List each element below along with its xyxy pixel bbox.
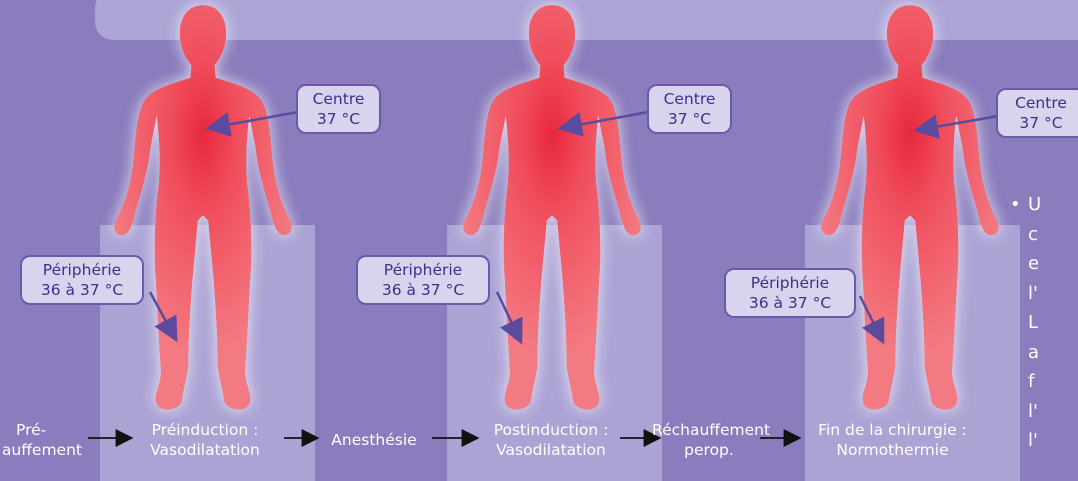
side-text-line: c (1028, 220, 1041, 250)
periphery-label: Périphérie (734, 273, 846, 293)
periphery-label: Périphérie (30, 260, 134, 280)
center-label: Centre (657, 89, 722, 109)
step-rewarming-line1: Réchauffement (652, 420, 766, 440)
side-text-line: l' (1028, 426, 1041, 456)
center-temp-callout-2: Centre 37 °C (647, 84, 732, 134)
center-temp-callout-3: Centre 37 °C (996, 88, 1078, 138)
step-end-surgery-line2: Normothermie (800, 440, 985, 460)
center-temp-callout-1: Centre 37 °C (296, 84, 381, 134)
step-postinduction-line1: Postinduction : (476, 420, 626, 440)
step-end-surgery-line1: Fin de la chirurgie : (800, 420, 985, 440)
arrow-center-1 (210, 112, 298, 128)
periphery-value: 36 à 37 °C (734, 293, 846, 313)
arrow-periphery-3 (860, 296, 882, 340)
periphery-temp-callout-1: Périphérie 36 à 37 °C (20, 255, 144, 305)
arrow-periphery-1 (150, 292, 175, 338)
step-anesthesia: Anesthésie (318, 430, 430, 450)
step-prewarming-line1: Pré- (0, 420, 82, 440)
periphery-value: 36 à 37 °C (366, 280, 480, 300)
arrow-center-2 (562, 112, 648, 128)
side-text-line: e (1028, 249, 1041, 279)
step-prewarming-line2: auffement (0, 440, 82, 460)
arrow-periphery-2 (497, 292, 520, 340)
side-text-line: L (1028, 308, 1041, 338)
step-postinduction: Postinduction : Vasodilatation (476, 420, 626, 460)
step-prewarming: Pré- auffement (0, 420, 82, 460)
center-label: Centre (306, 89, 371, 109)
step-preinduction: Préinduction : Vasodilatation (130, 420, 280, 460)
step-preinduction-line1: Préinduction : (130, 420, 280, 440)
step-postinduction-line2: Vasodilatation (476, 440, 626, 460)
step-anesthesia-label: Anesthésie (318, 430, 430, 450)
step-rewarming-line2: perop. (652, 440, 766, 460)
side-text-line: a (1028, 338, 1041, 368)
periphery-label: Périphérie (366, 260, 480, 280)
center-value: 37 °C (306, 109, 371, 129)
arrow-center-3 (918, 116, 998, 130)
bullet-dot: • (1010, 190, 1021, 220)
step-end-surgery: Fin de la chirurgie : Normothermie (800, 420, 985, 460)
side-text-line: f (1028, 367, 1041, 397)
side-text-column: • U c e l' L a f l' l' (1013, 190, 1041, 456)
step-preinduction-line2: Vasodilatation (130, 440, 280, 460)
side-text-line: l' (1028, 397, 1041, 427)
center-label: Centre (1006, 93, 1076, 113)
step-rewarming: Réchauffement perop. (652, 420, 766, 460)
periphery-value: 36 à 37 °C (30, 280, 134, 300)
periphery-temp-callout-2: Périphérie 36 à 37 °C (356, 255, 490, 305)
periphery-temp-callout-3: Périphérie 36 à 37 °C (724, 268, 856, 318)
center-value: 37 °C (1006, 113, 1076, 133)
side-text-line: U (1028, 190, 1041, 220)
side-text-line: l' (1028, 279, 1041, 309)
center-value: 37 °C (657, 109, 722, 129)
